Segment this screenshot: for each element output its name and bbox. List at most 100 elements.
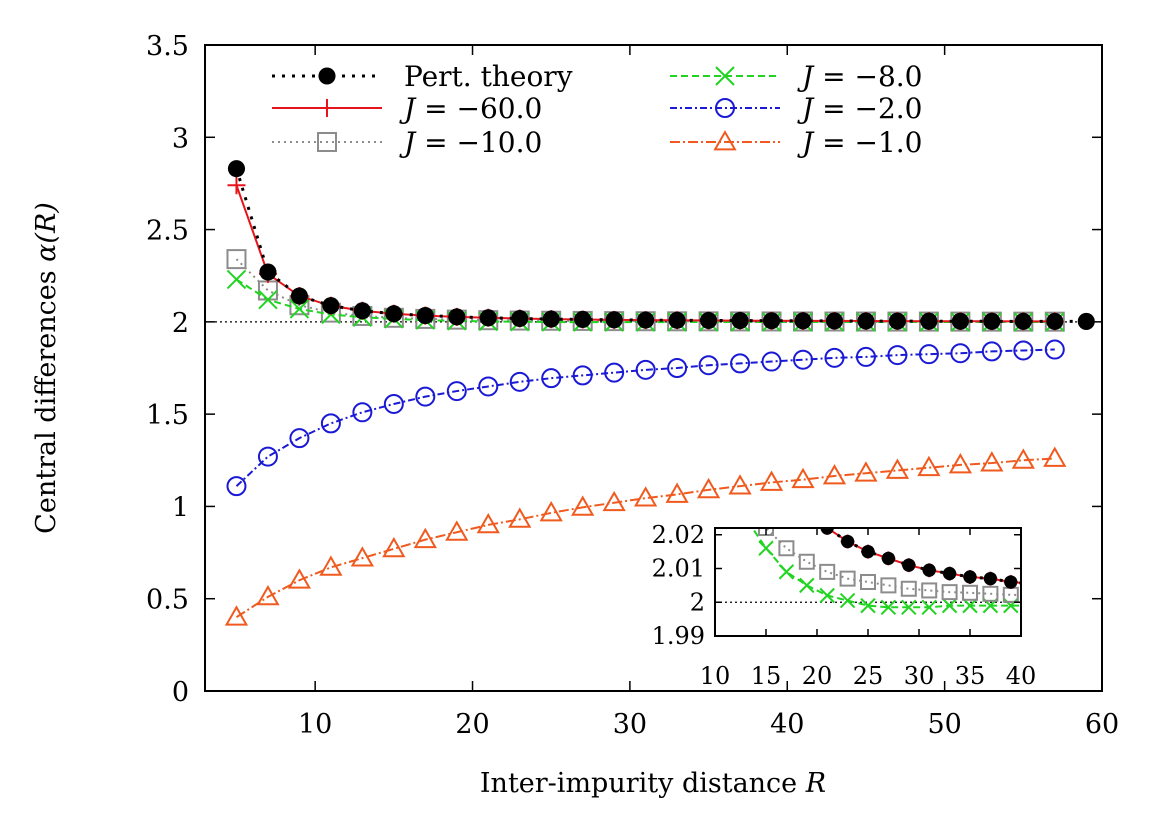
legend-label-symbol: J [797,60,815,93]
y-axis-title-math: α(R) [31,202,62,262]
inset-point-j8 [718,460,732,474]
main-point-j2 [918,344,939,365]
main-point-j1 [1011,448,1035,469]
inset-point-j10 [1024,589,1038,603]
legend-label-value: = −2.0 [813,92,922,125]
main-point-pert [385,305,403,323]
legend-label: J = −2.0 [797,92,923,125]
main-point-j8 [226,269,247,290]
main-point-j1 [791,467,815,489]
main-point-pert [857,312,875,330]
main-y-tick-label: 0 [172,677,189,708]
main-point-j2 [478,376,499,397]
inset-point-j8 [1106,599,1120,613]
main-point-pert [983,312,1001,330]
main-y-tick-label: 0.5 [146,585,189,616]
inset-point-pert [881,551,896,566]
inset-point-pert [963,570,977,584]
main-point-pert [479,309,497,327]
x-axis-title: Inter-impurity distance R [480,768,826,799]
legend-label-symbol: J [399,126,417,159]
main-point-j1 [634,486,658,507]
inset-point-j8 [901,599,917,616]
main-point-j2 [383,393,404,414]
inset-point-j10 [900,580,917,597]
main-point-j2 [667,358,688,378]
main-point-j1 [476,512,500,534]
main-point-j2 [509,371,530,392]
main-x-tick-label: 30 [613,709,647,740]
main-point-j1 [571,495,595,516]
inset-point-j60 [1045,578,1059,592]
inset-point-j10 [698,292,712,306]
main-plot-frame [204,44,1103,692]
inset-point-j8 [860,597,876,614]
main-point-pert [353,302,371,320]
main-point-j1 [382,536,406,558]
inset-point-pert [719,299,732,312]
main-x-tick-label: 40 [770,709,804,740]
main-point-j8 [289,299,310,319]
inset-point-j10 [880,577,897,594]
main-point-pert [227,160,246,178]
legend-label-symbol: J [797,126,815,159]
main-point-j2 [730,353,751,374]
legend-label-value: = −10.0 [415,126,542,159]
legend-item-j8: J = −8.0 [670,60,923,93]
main-point-j1 [980,451,1004,472]
inset-point-j10 [819,563,836,580]
main-point-j2 [981,341,1002,362]
main-point-pert [574,310,592,329]
main-point-j1 [948,452,972,474]
inset-x-tick-label: 15 [751,662,782,690]
inset-point-j60 [1126,584,1140,598]
inset-point-j10 [941,584,958,601]
inset-x-tick-label: 35 [955,662,986,690]
inset-x-tick-label: 20 [802,662,833,690]
main-point-j1 [287,568,312,589]
main-y-tick-label: 3.5 [146,31,189,62]
main-point-j1 [319,555,343,576]
inset-point-j10 [962,584,978,601]
main-point-j2 [855,346,876,367]
main-point-j1 [224,605,249,626]
inset-point-pert [800,504,813,517]
inset-point-j8 [1126,599,1140,613]
inset-point-j8 [819,587,835,604]
inset-x-tick-label: 10 [700,662,731,690]
inset-point-pert [840,534,855,549]
inset-point-j10 [921,582,938,599]
x-axis-title-text: Inter-impurity distance [480,768,806,799]
main-point-pert [794,312,812,330]
inset-point-pert [1147,585,1160,598]
legend-label-symbol: J [399,92,417,125]
inset-point-j8 [941,597,958,614]
inset-point-j10 [1045,589,1059,603]
main-point-j10 [257,280,278,301]
inset-y-tick-label: 1.99 [652,622,705,650]
inset-point-j8 [799,577,815,594]
legend-label-value: = −8.0 [813,60,922,93]
main-point-pert [511,309,529,328]
inset-point-pert [861,544,875,559]
main-point-j2 [289,428,310,449]
legend-swatch-marker [715,66,735,86]
inset-point-j10 [677,22,691,36]
inset-point-j8 [739,511,753,525]
legend-label: J = −10.0 [399,126,542,159]
legend-item-j1: J = −1.0 [670,126,923,159]
inset-point-j10 [1126,591,1140,605]
inset-point-j8 [962,597,978,614]
main-point-pert [1014,312,1032,330]
inset-point-pert [942,566,957,581]
main-y-tick-label: 1 [172,492,189,523]
inset-point-j10 [1147,591,1161,605]
main-y-tick-label: 1.5 [146,400,189,431]
main-point-j1 [539,500,563,522]
main-point-pert [448,308,466,326]
y-axis-title-text: Central differences [31,262,62,534]
inset-point-pert [698,123,711,136]
main-point-j2 [352,402,373,423]
legend-swatch-marker [715,98,735,118]
